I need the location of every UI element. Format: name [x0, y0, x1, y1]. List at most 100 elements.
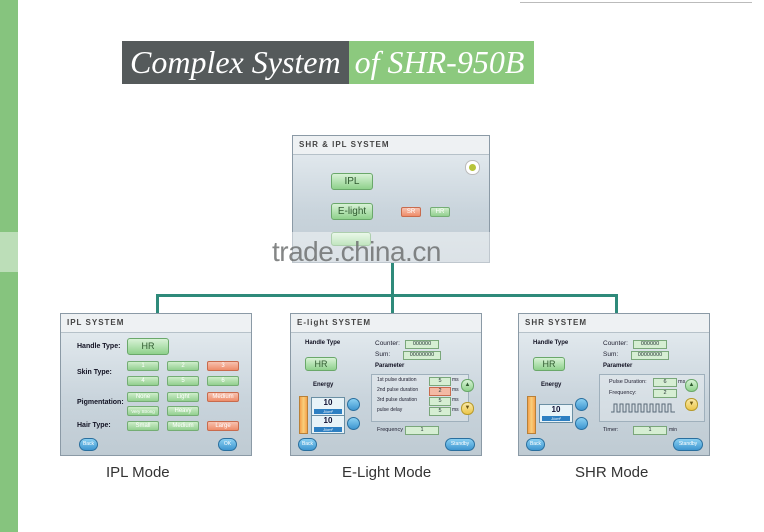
skin-type-5[interactable]: 5	[167, 376, 199, 386]
skin-type-3[interactable]: 3	[207, 361, 239, 371]
pulse-waveform-icon	[611, 403, 675, 413]
shr-counter-value: 000000	[633, 340, 667, 349]
hair-type-label: Hair Type:	[77, 422, 111, 429]
shr-energy-down-icon[interactable]	[575, 417, 588, 430]
main-screen: SHR & IPL SYSTEM IPL E-light SR HR	[292, 135, 490, 263]
shr-timer-unit: min	[669, 427, 678, 433]
shr-standby-button[interactable]: Standby	[673, 438, 703, 451]
elight-param-up-icon[interactable]: ▲	[461, 379, 474, 392]
shr-button[interactable]	[331, 232, 371, 246]
shr-parameter-label: Parameter	[603, 363, 633, 369]
hr-button[interactable]: HR	[430, 207, 450, 217]
elight-back-button[interactable]: Back	[298, 438, 317, 451]
elight-energy-down-icon[interactable]	[347, 417, 360, 430]
pig-heavy[interactable]: Heavy	[167, 406, 199, 416]
shr-pulse-unit: ms	[678, 379, 686, 385]
ipl-button[interactable]: IPL	[331, 173, 373, 190]
shr-freq-label: Frequency:	[609, 390, 637, 396]
elight-energy-up-icon[interactable]	[347, 398, 360, 411]
ipl-screen: IPL SYSTEM Handle Type: HR Skin Type: 1 …	[60, 313, 252, 456]
elight-energy-bar[interactable]	[299, 396, 308, 434]
shr-back-button[interactable]: Back	[526, 438, 545, 451]
elight-handle-button[interactable]: HR	[305, 357, 337, 371]
shr-screen-header: SHR SYSTEM	[519, 314, 709, 333]
sr-button[interactable]: SR	[401, 207, 421, 217]
elight-screen: E-light SYSTEM Handle Type HR Counter: 0…	[290, 313, 482, 456]
elight-param-label-2: 2nd pulse duration	[377, 387, 419, 393]
hair-small[interactable]: Small	[127, 421, 159, 431]
shr-energy-label: Energy	[541, 382, 562, 388]
hair-large[interactable]: Large	[207, 421, 239, 431]
skin-type-label: Skin Type:	[77, 369, 112, 376]
shr-param-down-icon[interactable]: ▼	[685, 398, 698, 411]
shr-energy-up-icon[interactable]	[575, 398, 588, 411]
elight-param-value-2[interactable]: 2	[429, 387, 451, 396]
pig-very-strong[interactable]: Very Strong	[127, 406, 159, 416]
shr-sum-value: 00000000	[631, 351, 669, 360]
elight-energy-1[interactable]: 10 J/cm²	[311, 397, 345, 416]
settings-icon[interactable]	[465, 160, 480, 175]
shr-pulse-value[interactable]: 6	[653, 378, 677, 387]
skin-type-4[interactable]: 4	[127, 376, 159, 386]
pig-light[interactable]: Light	[167, 392, 199, 402]
ipl-back-button[interactable]: Back	[79, 438, 98, 451]
skin-type-6[interactable]: 6	[207, 376, 239, 386]
hair-medium[interactable]: Medium	[167, 421, 199, 431]
skin-type-2[interactable]: 2	[167, 361, 199, 371]
shr-param-up-icon[interactable]: ▲	[685, 379, 698, 392]
caption-shr-mode: SHR Mode	[575, 464, 649, 481]
elight-param-panel	[371, 374, 469, 422]
ipl-ok-button[interactable]: OK	[218, 438, 237, 451]
connector-vertical-top	[391, 263, 394, 296]
elight-frequency-label: Frequency	[377, 427, 403, 433]
handle-type-button[interactable]: HR	[127, 338, 169, 355]
skin-type-1[interactable]: 1	[127, 361, 159, 371]
pig-none[interactable]: None	[127, 392, 159, 402]
shr-freq-value[interactable]: 2	[653, 389, 677, 398]
pig-medium[interactable]: Medium	[207, 392, 239, 402]
title-part-2: of SHR-950B	[348, 41, 535, 84]
shr-pulse-label: Pulse Duration:	[609, 379, 647, 385]
shr-handle-button[interactable]: HR	[533, 357, 565, 371]
shr-energy-bar[interactable]	[527, 396, 536, 434]
elight-counter-value: 000000	[405, 340, 439, 349]
left-green-bar	[0, 0, 18, 532]
elight-param-value-3[interactable]: 5	[429, 397, 451, 406]
elight-energy-1-value: 10	[323, 398, 333, 407]
shr-timer-value[interactable]: 1	[633, 426, 667, 435]
elight-param-value-1[interactable]: 5	[429, 377, 451, 386]
title-part-1: Complex System	[122, 41, 349, 84]
elight-button[interactable]: E-light	[331, 203, 373, 220]
elight-energy-1-unit: J/cm²	[314, 409, 342, 414]
connector-right	[615, 294, 618, 314]
page-title: Complex System of SHR-950B	[122, 41, 535, 84]
elight-param-label-3: 3rd pulse duration	[377, 397, 418, 403]
watermark: trade.china.cn	[272, 236, 441, 267]
elight-sum-value: 00000000	[403, 351, 441, 360]
elight-handle-label: Handle Type	[305, 340, 341, 346]
shr-energy-1[interactable]: 10 J/cm²	[539, 404, 573, 423]
ipl-screen-header: IPL SYSTEM	[61, 314, 251, 333]
elight-param-down-icon[interactable]: ▼	[461, 402, 474, 415]
main-screen-header: SHR & IPL SYSTEM	[293, 136, 489, 155]
elight-param-unit-4: ms	[452, 407, 459, 413]
shr-timer-label: Timer:	[603, 427, 619, 433]
elight-screen-header: E-light SYSTEM	[291, 314, 481, 333]
elight-param-unit-2: ms	[452, 387, 459, 393]
shr-energy-1-unit: J/cm²	[542, 416, 570, 421]
shr-energy-1-value: 10	[551, 405, 561, 414]
shr-screen: SHR SYSTEM Handle Type HR Counter: 00000…	[518, 313, 710, 456]
elight-energy-2-value: 10	[323, 416, 333, 425]
elight-standby-button[interactable]: Standby	[445, 438, 475, 451]
elight-energy-2[interactable]: 10 J/cm²	[311, 415, 345, 434]
elight-param-unit-1: ms	[452, 377, 459, 383]
handle-type-label: Handle Type:	[77, 343, 121, 350]
elight-sum-label: Sum:	[375, 351, 391, 358]
shr-handle-label: Handle Type	[533, 340, 569, 346]
elight-param-value-4[interactable]: 5	[429, 407, 451, 416]
caption-elight-mode: E-Light Mode	[342, 464, 432, 481]
elight-param-label-1: 1st pulse duration	[377, 377, 417, 383]
connector-middle	[391, 294, 394, 314]
shr-counter-label: Counter:	[603, 340, 628, 347]
elight-frequency-value[interactable]: 1	[405, 426, 439, 435]
